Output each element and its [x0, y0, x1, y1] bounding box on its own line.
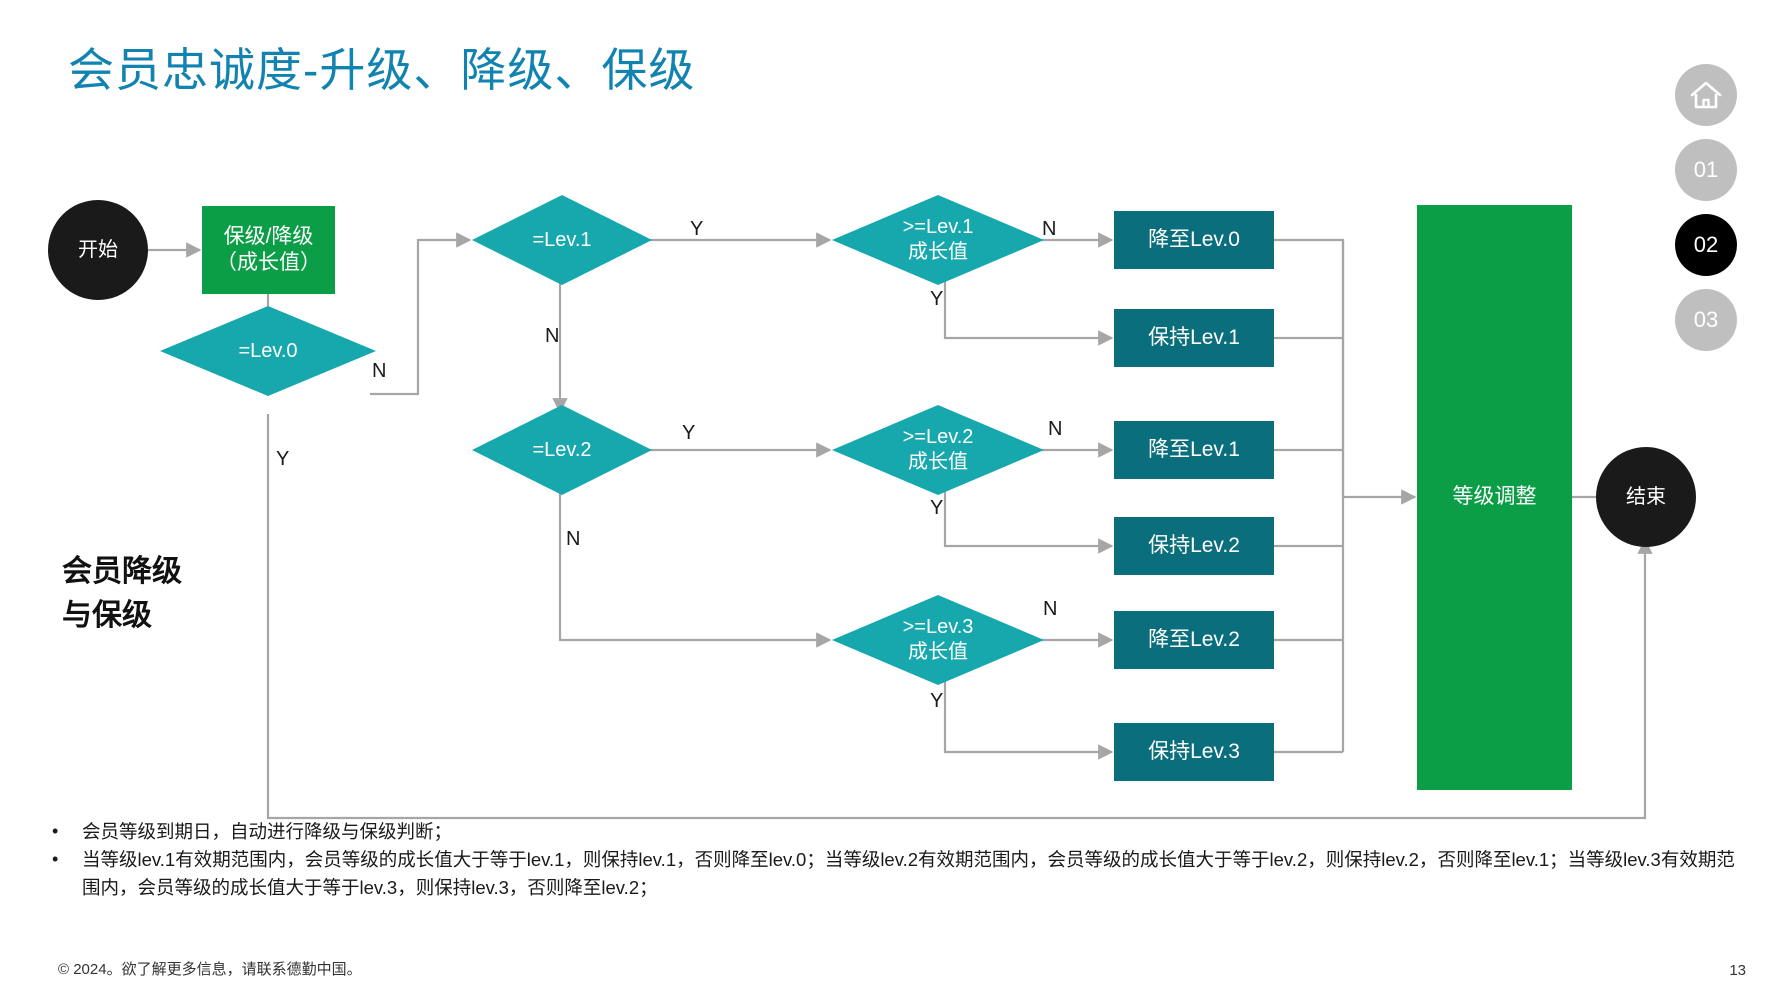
bullet-marker: • — [52, 849, 59, 870]
nav-item-03[interactable]: 03 — [1675, 289, 1737, 351]
node-decision-ge-lev3[interactable]: >=Lev.3 成长值 — [832, 595, 1044, 685]
node-start-label: 开始 — [78, 238, 118, 261]
node-downgrade-lev0[interactable]: 降至Lev.0 — [1114, 211, 1274, 269]
bullet-text: 会员等级到期日，自动进行降级与保级判断； — [82, 821, 453, 842]
side-navigation: 01 02 03 — [1660, 64, 1752, 351]
edge-label-lev0-yes: Y — [276, 448, 290, 470]
edge-label-ge2-no: N — [1048, 418, 1063, 440]
edge-label-lev2-no: N — [566, 528, 581, 550]
node-keep-lev3[interactable]: 保持Lev.3 — [1114, 723, 1274, 781]
node-input-growth-label: 保级/降级 （成长值） — [216, 224, 321, 274]
footer-copyright: © 2024。欲了解更多信息，请联系德勤中国。 — [58, 961, 362, 978]
node-decision-ge-lev2-label: >=Lev.2 成长值 — [902, 426, 974, 473]
page-title: 会员忠诚度-升级、降级、保级 — [68, 44, 696, 96]
list-item: • 当等级lev.1有效期范围内，会员等级的成长值大于等于lev.1，则保持le… — [48, 846, 1738, 902]
bullet-list: • 会员等级到期日，自动进行降级与保级判断； • 当等级lev.1有效期范围内，… — [48, 818, 1738, 902]
node-decision-ge-lev1-label: >=Lev.1 成长值 — [902, 216, 974, 263]
nav-item-01[interactable]: 01 — [1675, 139, 1737, 201]
node-downgrade-lev1[interactable]: 降至Lev.1 — [1114, 421, 1274, 479]
edge-label-lev1-yes: Y — [690, 218, 704, 240]
edge-label-lev2-yes: Y — [682, 422, 696, 444]
node-decision-ge-lev3-label: >=Lev.3 成长值 — [902, 616, 974, 663]
node-input-growth[interactable]: 保级/降级 （成长值） — [202, 206, 335, 294]
section-caption: 会员降级 与保级 — [62, 555, 182, 632]
node-keep-lev2[interactable]: 保持Lev.2 — [1114, 517, 1274, 575]
node-decision-ge-lev2[interactable]: >=Lev.2 成长值 — [832, 405, 1044, 495]
edge-label-lev1-no: N — [545, 325, 560, 347]
nav-home-button[interactable] — [1675, 64, 1737, 126]
node-keep-lev2-label: 保持Lev.2 — [1148, 533, 1240, 557]
node-end-label: 结束 — [1626, 485, 1666, 508]
node-decision-lev1[interactable]: =Lev.1 — [472, 195, 652, 285]
page-number: 13 — [1729, 962, 1746, 979]
bullet-marker: • — [52, 821, 59, 841]
node-decision-lev2-label: =Lev.2 — [532, 438, 592, 461]
node-decision-lev0-label: =Lev.0 — [238, 339, 298, 362]
node-level-adjustment[interactable]: 等级调整 — [1417, 205, 1572, 790]
nav-item-02-label: 02 — [1693, 232, 1719, 257]
edge-label-ge1-yes: Y — [930, 288, 944, 310]
nav-item-01-label: 01 — [1693, 157, 1719, 182]
edge-label-ge1-no: N — [1042, 218, 1057, 240]
node-decision-lev2[interactable]: =Lev.2 — [472, 405, 652, 495]
edge-label-lev0-no: N — [372, 360, 387, 382]
node-keep-lev3-label: 保持Lev.3 — [1148, 739, 1240, 763]
node-end[interactable]: 结束 — [1596, 447, 1696, 547]
node-keep-lev1[interactable]: 保持Lev.1 — [1114, 309, 1274, 367]
node-downgrade-lev2[interactable]: 降至Lev.2 — [1114, 611, 1274, 669]
edge-label-ge3-yes: Y — [930, 690, 944, 712]
home-icon — [1690, 81, 1722, 109]
nav-item-03-label: 03 — [1693, 307, 1719, 332]
bullet-text: 当等级lev.1有效期范围内，会员等级的成长值大于等于lev.1，则保持lev.… — [82, 849, 1735, 899]
node-level-adjustment-label: 等级调整 — [1452, 485, 1537, 509]
node-decision-ge-lev1[interactable]: >=Lev.1 成长值 — [832, 195, 1044, 285]
node-decision-lev1-label: =Lev.1 — [532, 228, 592, 251]
node-downgrade-lev0-label: 降至Lev.0 — [1148, 227, 1240, 251]
node-downgrade-lev1-label: 降至Lev.1 — [1148, 437, 1240, 461]
list-item: • 会员等级到期日，自动进行降级与保级判断； — [48, 818, 1738, 846]
edge-label-ge2-yes: Y — [930, 497, 944, 519]
node-downgrade-lev2-label: 降至Lev.2 — [1148, 627, 1240, 651]
nav-item-02[interactable]: 02 — [1675, 214, 1737, 276]
node-keep-lev1-label: 保持Lev.1 — [1148, 325, 1240, 349]
node-decision-lev0[interactable]: =Lev.0 — [160, 306, 376, 396]
node-start[interactable]: 开始 — [48, 200, 148, 300]
edge-label-ge3-no: N — [1043, 598, 1058, 620]
